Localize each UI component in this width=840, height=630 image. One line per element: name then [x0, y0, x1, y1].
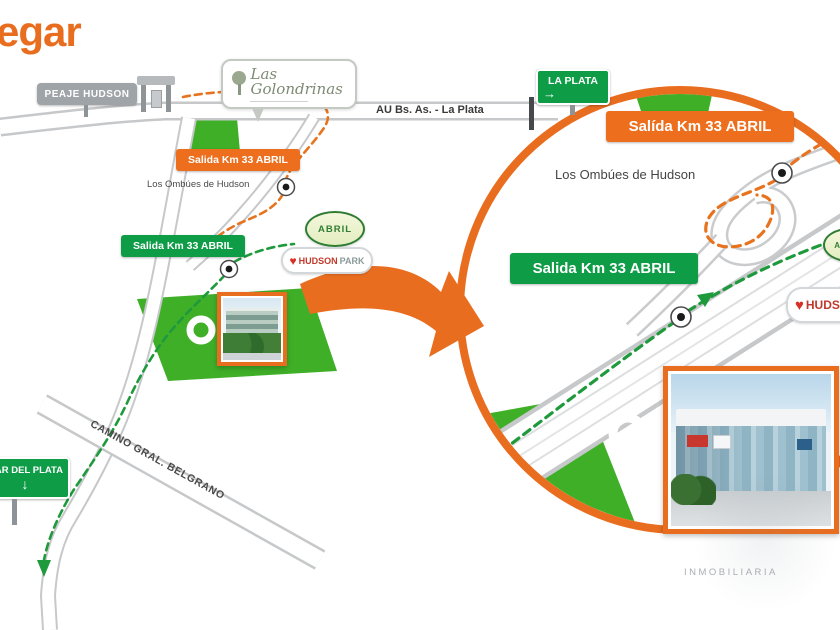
- green-area-toll: [187, 118, 240, 155]
- property-photo-large: [663, 366, 839, 534]
- hudson-park-word1: HUDSON: [298, 255, 338, 266]
- inset-salida-km33-green-sign: Salida Km 33 ABRIL: [510, 253, 698, 284]
- inset-hudson-park-word1: HUDSON: [805, 298, 840, 312]
- exit-marker-orange-left: [276, 177, 296, 197]
- tree-icon: [231, 71, 246, 97]
- site-ring-marker-left: [186, 315, 216, 345]
- page-title-fragment: egar: [0, 8, 82, 55]
- arrow-down-icon: ↓: [21, 476, 29, 492]
- toll-booth-icon: [137, 72, 175, 116]
- gantry-post: [529, 97, 534, 130]
- mar-del-plata-sign-text: MAR DEL PLATA: [0, 465, 63, 476]
- peaje-sign-pole: [84, 105, 88, 117]
- exit-marker-green-left: [219, 259, 239, 279]
- mar-del-plata-sign-pole: [12, 499, 17, 525]
- arrow-right-icon: →: [543, 85, 556, 101]
- salida-km33-orange-sign: Salida Km 33 ABRIL: [176, 149, 300, 171]
- los-ombues-label: Los Ombúes de Hudson: [147, 179, 250, 190]
- route-green-arrowhead: [37, 560, 51, 577]
- las-golondrinas-logo-text: Las Golondrinas: [250, 64, 343, 98]
- zoom-arrow: [300, 266, 484, 357]
- watermark-text: INMOBILIARIA: [684, 567, 778, 578]
- salida-km33-green-sign: Salida Km 33 ABRIL: [121, 235, 245, 257]
- watermark-logo: [690, 470, 840, 610]
- hudson-park-sign: ♥ HUDSON PARK: [281, 247, 373, 274]
- hudson-park-word2: PARK: [339, 255, 365, 266]
- roads-left: [0, 97, 558, 630]
- abril-logo: ABRIL: [305, 211, 365, 247]
- inset-heart-icon: ♥: [794, 296, 804, 314]
- inset-hudson-park-sign: ♥ HUDSON PARK: [786, 287, 840, 323]
- las-golondrinas-pointer: [252, 108, 264, 122]
- la-plata-sign-pole: [570, 105, 575, 115]
- route-green-left: [42, 242, 296, 562]
- inset-salida-km33-orange-sign: Salída Km 33 ABRIL: [606, 111, 794, 142]
- heart-icon: ♥: [289, 253, 297, 268]
- property-photo-small: [217, 292, 287, 366]
- mar-del-plata-sign: MAR DEL PLATA ↓: [0, 457, 70, 499]
- la-plata-sign: LA PLATA →: [536, 69, 610, 105]
- las-golondrinas-tagline-rule: [250, 100, 309, 102]
- las-golondrinas-sign: Las Golondrinas: [221, 59, 357, 109]
- peaje-hudson-sign: PEAJE HUDSON: [37, 83, 137, 105]
- la-plata-sign-text: LA PLATA: [548, 74, 598, 87]
- highway-label: AU Bs. As. - La Plata: [376, 104, 484, 116]
- inset-los-ombues-label: Los Ombúes de Hudson: [555, 167, 696, 182]
